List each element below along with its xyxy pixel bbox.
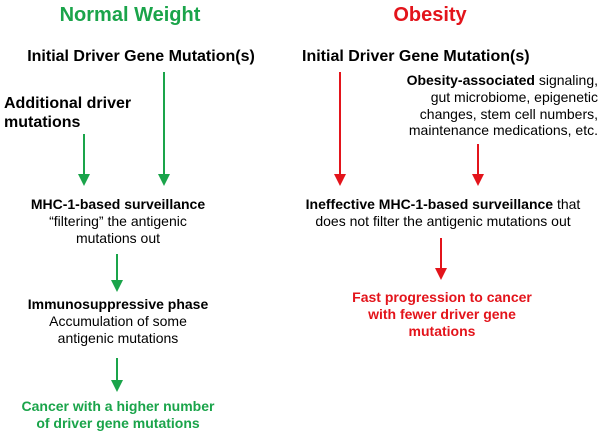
obesity-factors-line-2: gut microbiome, epigenetic bbox=[430, 88, 598, 105]
right-outcome-line-3: mutations bbox=[408, 322, 476, 339]
immunosuppressive-heading: Immunosuppressive phase bbox=[27, 296, 209, 312]
obesity-associated-bold: Obesity-associated bbox=[406, 72, 535, 88]
obesity-factors-line-3: changes, stem cell numbers, bbox=[419, 105, 598, 122]
mhc-surveillance-heading: MHC-1-based surveillance bbox=[30, 196, 206, 212]
arrow-left-immuno-to-outcome bbox=[111, 358, 123, 392]
left-outcome-line-1: Cancer with a higher number bbox=[21, 398, 215, 414]
left-outcome-line-2: of driver gene mutations bbox=[36, 414, 200, 431]
left-initial-mutation-label: Initial Driver Gene Mutation(s) bbox=[27, 48, 255, 65]
right-outcome-line-1: Fast progression to cancer bbox=[352, 289, 532, 305]
obesity-title: Obesity bbox=[393, 4, 467, 26]
arrow-left-initial-to-mhc bbox=[158, 72, 170, 186]
additional-driver-mutations-label: Additional driver mutations bbox=[4, 94, 204, 132]
ineffective-surveillance-bold: Ineffective MHC-1-based surveillance bbox=[305, 196, 554, 212]
mhc-surveillance-line-3: mutations out bbox=[75, 229, 161, 246]
arrow-right-ineffective-to-outcome bbox=[435, 238, 447, 280]
right-outcome-box: Fast progression to cancer with fewer dr… bbox=[322, 289, 562, 339]
mhc-surveillance-line-2: “filtering” the antigenic bbox=[49, 212, 187, 229]
arrow-right-factors-to-ineffective bbox=[472, 144, 484, 186]
ineffective-surveillance-box: Ineffective MHC-1-based surveillance tha… bbox=[290, 196, 596, 230]
additional-line-1: Additional driver bbox=[4, 95, 132, 112]
obesity-factors-box: Obesity-associated signaling, gut microb… bbox=[383, 72, 598, 139]
ineffective-line-1-rest: that bbox=[553, 196, 581, 212]
ineffective-line-1: Ineffective MHC-1-based surveillance tha… bbox=[290, 196, 596, 213]
immunosuppressive-line-2: Accumulation of some bbox=[49, 312, 187, 329]
immunosuppressive-phase-box: Immunosuppressive phase Accumulation of … bbox=[0, 296, 236, 346]
left-outcome-box: Cancer with a higher number of driver ge… bbox=[0, 398, 236, 432]
arrow-left-additional-to-mhc bbox=[78, 134, 90, 186]
right-outcome-line-2: with fewer driver gene bbox=[368, 305, 516, 322]
immunosuppressive-line-3: antigenic mutations bbox=[57, 329, 179, 346]
obesity-factors-line-4: maintenance medications, etc. bbox=[408, 122, 598, 139]
mhc-surveillance-box: MHC-1-based surveillance “filtering” the… bbox=[0, 196, 236, 246]
ineffective-line-2: does not filter the antigenic mutations … bbox=[315, 212, 571, 229]
arrow-left-mhc-to-immuno bbox=[111, 254, 123, 292]
right-initial-mutation-label: Initial Driver Gene Mutation(s) bbox=[302, 48, 530, 65]
additional-line-2: mutations bbox=[4, 114, 81, 132]
normal-weight-title: Normal Weight bbox=[59, 4, 201, 26]
arrow-right-initial-to-ineffective bbox=[334, 72, 346, 186]
obesity-factors-line-1: Obesity-associated signaling, bbox=[383, 72, 598, 89]
obesity-factors-line-1-rest: signaling, bbox=[534, 72, 598, 88]
